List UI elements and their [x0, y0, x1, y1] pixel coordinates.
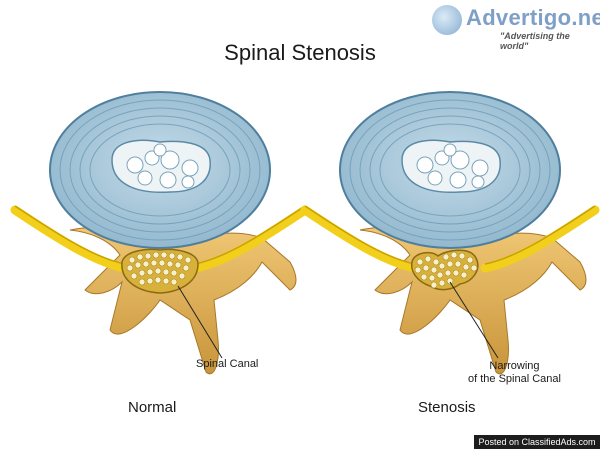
stenosis-vertebra [300, 91, 600, 375]
normal-disc-rings [59, 99, 261, 241]
normal-nerve-roots [10, 205, 310, 273]
diagram-title: Spinal Stenosis [224, 40, 376, 65]
normal-vertebra [10, 91, 310, 375]
watermark-tagline: "Advertising the world" [500, 31, 570, 51]
spinal-canal-label: Spinal Canal [196, 358, 259, 370]
normal-caption: Normal [128, 399, 177, 416]
globe-icon [432, 5, 462, 35]
normal-nucleus-cells [126, 143, 199, 189]
stenosis-canal-dots [414, 251, 478, 289]
stenosis-disc-rings [349, 99, 551, 241]
stenosis-caption: Stenosis [418, 399, 476, 416]
watermark-logo: Advertigo.net "Advertising the world" [430, 3, 600, 51]
normal-leader-line [177, 285, 223, 359]
narrowing-label: Narrowing of the Spinal Canal [468, 360, 561, 386]
normal-bone-arch [69, 225, 297, 375]
normal-canal-dots [126, 251, 192, 286]
watermark-name: Advertigo.net [466, 5, 600, 30]
narrowing-label-line2: of the Spinal Canal [468, 373, 561, 385]
stenosis-nerve-roots [300, 205, 600, 273]
stenosis-nucleus-cells [416, 143, 489, 189]
narrowing-label-line1: Narrowing [489, 360, 540, 372]
stenosis-leader-line [449, 281, 499, 359]
footer-credit: Posted on ClassifiedAds.com [474, 435, 600, 449]
stenosis-bone-arch [359, 225, 587, 375]
